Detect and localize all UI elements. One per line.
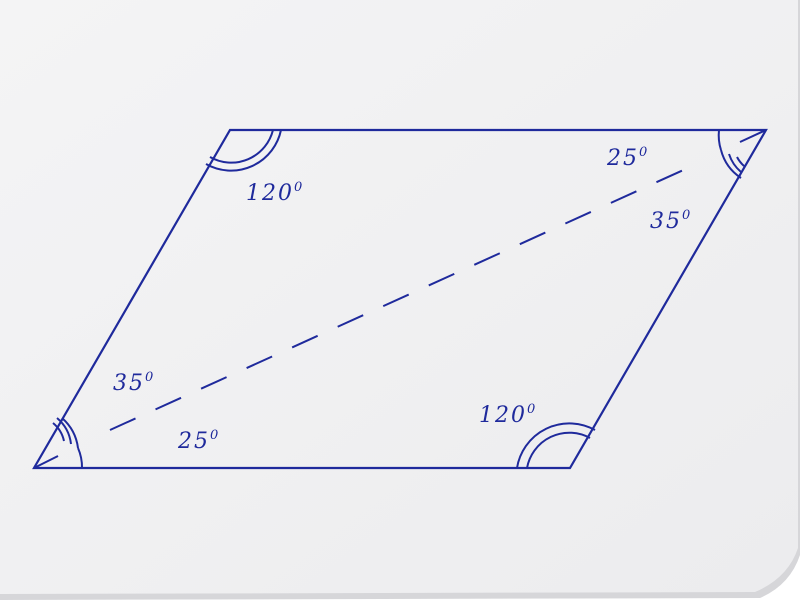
angle-label-top-right-lower: 350 xyxy=(650,208,692,234)
angle-arc-top-left xyxy=(205,129,282,172)
angle-label-bottom-left-lower: 250 xyxy=(177,428,220,454)
angle-label-bottom-left-upper: 350 xyxy=(113,370,155,396)
angle-label-bottom-right: 1200 xyxy=(479,402,537,428)
angle-label-top-right-upper: 250 xyxy=(606,145,649,171)
angle-label-top-left: 1200 xyxy=(246,180,304,206)
diagonal-end-stub-right xyxy=(739,129,767,143)
angle-arc-top-right xyxy=(717,129,745,179)
diagonal-dashed-line xyxy=(109,166,691,431)
parallelogram-outline xyxy=(32,128,768,470)
angle-arc-bottom-left xyxy=(52,417,84,469)
angle-arc-bottom-right xyxy=(516,422,596,469)
diagonal-end-stub-left xyxy=(33,455,59,469)
